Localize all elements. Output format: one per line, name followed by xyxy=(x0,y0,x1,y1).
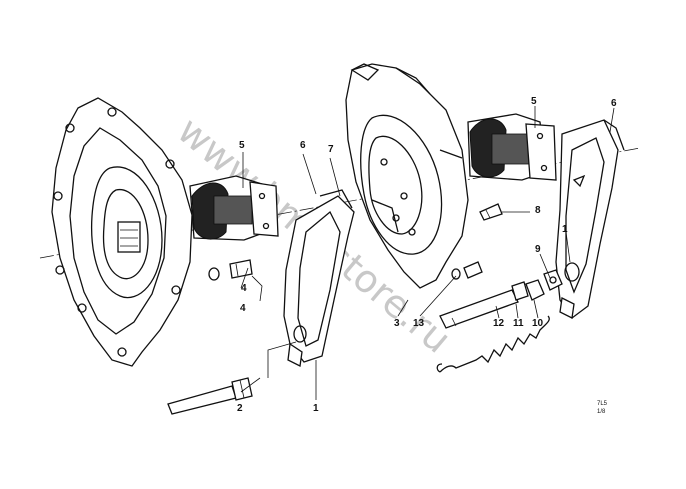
clutch-housing-right xyxy=(345,63,469,289)
callout-13: 13 xyxy=(413,318,425,329)
bolt-8 xyxy=(479,203,503,221)
return-spring xyxy=(436,315,550,373)
callout-5-left: 5 xyxy=(239,140,245,151)
drawing-code: 7L5 1/8 xyxy=(597,401,608,415)
callout-9: 9 xyxy=(535,244,541,255)
release-bearing-right xyxy=(467,113,557,181)
release-bearing-left xyxy=(189,175,279,241)
drawing-code-line2: 1/8 xyxy=(597,409,606,415)
release-fork-left xyxy=(283,189,355,367)
callout-7: 7 xyxy=(328,144,334,155)
leader-lines xyxy=(240,106,615,400)
clutch-housing-left xyxy=(51,97,193,367)
pushrod xyxy=(439,281,529,329)
callouts: 5 6 7 4 4 2 1 5 6 8 1 9 3 13 12 11 10 xyxy=(237,96,617,414)
callout-8: 8 xyxy=(535,205,541,216)
callout-6-right: 6 xyxy=(611,98,617,109)
bolt-and-washer-right xyxy=(451,261,483,280)
bolt-and-washer-left xyxy=(208,259,253,281)
drawing-code-line1: 7L5 xyxy=(597,401,608,407)
callout-6-left: 6 xyxy=(300,140,306,151)
callout-11: 11 xyxy=(513,318,524,329)
callout-2: 2 xyxy=(237,403,243,414)
guide-pin xyxy=(167,377,253,415)
adjusting-nuts xyxy=(525,269,563,301)
release-fork-right xyxy=(555,119,625,319)
callout-4-left: 4 xyxy=(241,283,247,294)
callout-10: 10 xyxy=(532,318,544,329)
callout-12: 12 xyxy=(493,318,505,329)
callout-5-right: 5 xyxy=(531,96,537,107)
callout-1-right: 1 xyxy=(562,224,568,235)
callout-3: 4 xyxy=(240,303,246,314)
callout-1-left: 1 xyxy=(313,403,319,414)
callout-4-right: 3 xyxy=(394,318,400,329)
